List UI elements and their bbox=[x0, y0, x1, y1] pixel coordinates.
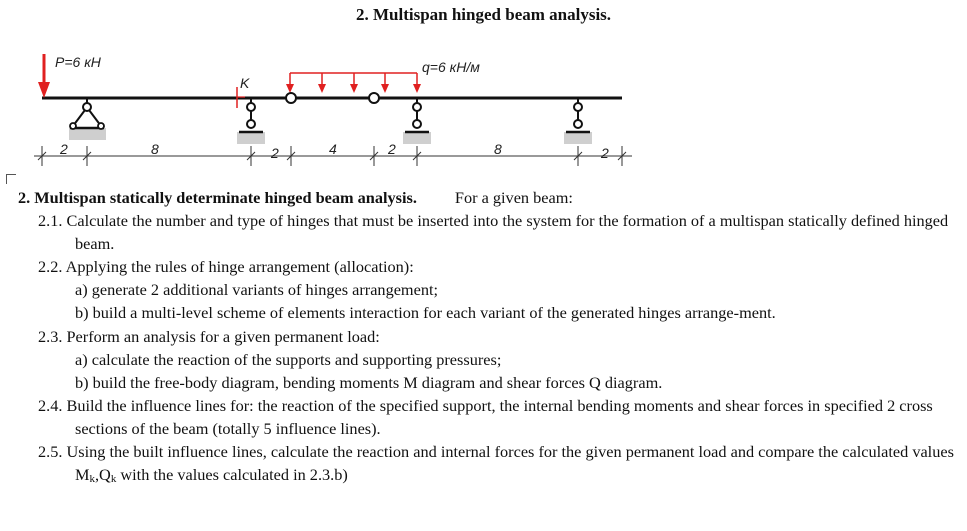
hinge-1 bbox=[285, 92, 297, 104]
section-k-mark bbox=[236, 87, 245, 108]
load-p-label: P=6 кН bbox=[55, 54, 102, 70]
item-2-4: 2.4. Build the influence lines for: the … bbox=[38, 395, 933, 438]
corner-mark bbox=[6, 174, 16, 184]
task-title-line: 2. Multispan statically determinate hing… bbox=[18, 186, 958, 209]
item-2-3-a: a) calculate the reaction of the support… bbox=[75, 349, 502, 369]
dimension-label: 2 bbox=[270, 145, 279, 161]
dimension-label: 8 bbox=[494, 141, 502, 157]
dimension-label: 8 bbox=[151, 141, 159, 157]
item-2-5-sep: ,Q bbox=[94, 465, 111, 485]
support-roller-2 bbox=[403, 98, 431, 144]
dimension-label: 4 bbox=[329, 141, 337, 157]
item-2-1: 2.1. Calculate the number and type of hi… bbox=[38, 211, 949, 254]
subscript-k: k bbox=[110, 473, 117, 486]
point-load-arrow bbox=[38, 54, 50, 98]
item-2-3: 2.3. Perform an analysis for a given per… bbox=[38, 326, 380, 346]
beam-diagram: P=6 кН q=6 кН/м K bbox=[34, 54, 632, 166]
distributed-load bbox=[286, 72, 421, 93]
item-2-2-b: b) build a multi-level scheme of element… bbox=[75, 303, 776, 323]
item-2-3-b: b) build the free-body diagram, bending … bbox=[75, 372, 663, 392]
section-k-label: K bbox=[240, 75, 250, 91]
support-pinned bbox=[69, 98, 106, 140]
dimension-line bbox=[34, 146, 632, 166]
item-2-5-text: 2.5. Using the built influence lines, ca… bbox=[38, 442, 954, 485]
item-2-5-tail: with the values calculated in 2.3.b) bbox=[116, 465, 348, 485]
dimension-label: 2 bbox=[600, 145, 609, 161]
support-roller-1 bbox=[237, 98, 265, 144]
load-q-label: q=6 кН/м bbox=[422, 59, 480, 75]
subscript-k: k bbox=[89, 473, 95, 486]
item-2-2: 2.2. Applying the rules of hinge arrange… bbox=[38, 257, 414, 277]
task-text: 2. Multispan statically determinate hing… bbox=[18, 186, 958, 486]
page-heading: 2. Multispan hinged beam analysis. bbox=[355, 5, 612, 24]
hinge-2 bbox=[368, 92, 380, 104]
task-title: 2. Multispan statically determinate hing… bbox=[18, 188, 417, 207]
task-intro: For a given beam: bbox=[454, 188, 573, 207]
dimension-label: 2 bbox=[59, 141, 68, 157]
item-2-2-a: a) generate 2 additional variants of hin… bbox=[75, 280, 439, 300]
support-roller-3 bbox=[564, 98, 592, 144]
dimension-label: 2 bbox=[387, 141, 396, 157]
item-2-5: 2.5. Using the built influence lines, ca… bbox=[18, 440, 958, 486]
